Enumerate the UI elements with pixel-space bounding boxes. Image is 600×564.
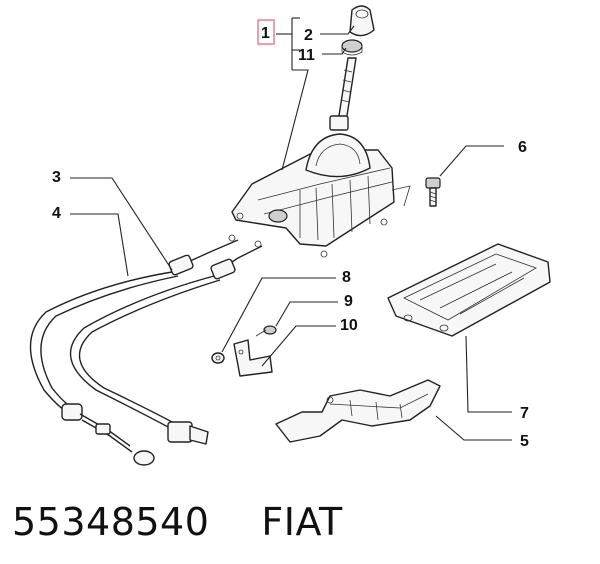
gear-knob [349, 5, 375, 37]
bolt-6 [425, 177, 441, 207]
callout-7: 7 [520, 405, 529, 422]
gear-lever-shaft [329, 57, 357, 131]
caption: 55348540 FIAT [12, 494, 343, 550]
callout-3: 3 [52, 169, 61, 186]
callout-6: 6 [518, 139, 527, 156]
callout-4: 4 [52, 205, 61, 222]
leader-lines [70, 17, 512, 441]
callout-1-box [257, 19, 275, 45]
gear-shift-housing [231, 133, 411, 258]
bracket-10 [233, 339, 273, 377]
parts-diagram: 1 2 11 3 4 6 8 9 10 7 5 [29, 5, 551, 466]
callout-11: 11 [298, 47, 315, 64]
part-number: 55348540 [12, 500, 210, 544]
callout-8: 8 [342, 269, 351, 286]
callout-1: 1 [261, 25, 270, 42]
heat-shield [275, 379, 441, 443]
knob-collar [341, 39, 363, 56]
callout-10: 10 [340, 317, 358, 334]
gear-cables [29, 234, 263, 466]
brand-name: FIAT [261, 500, 343, 544]
nut-8 [211, 352, 225, 364]
callout-9: 9 [344, 293, 353, 310]
callout-5: 5 [520, 433, 529, 450]
callout-2: 2 [304, 27, 313, 44]
screw-9 [255, 325, 277, 337]
console-tray [387, 243, 551, 337]
